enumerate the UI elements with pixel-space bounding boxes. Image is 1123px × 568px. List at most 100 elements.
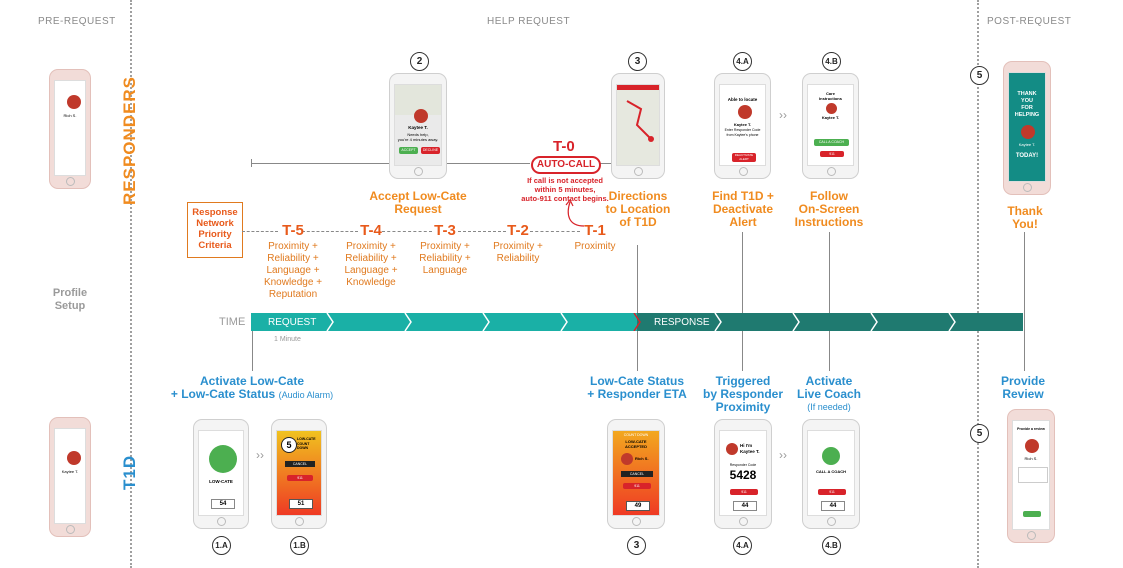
- caption-find: Find T1D + Deactivate Alert: [712, 189, 774, 229]
- accept-message: Needs help, you're 4 minutes away.: [397, 132, 439, 142]
- home-button: [739, 517, 748, 526]
- t-step-1-label: T-1: [584, 222, 606, 239]
- responder-code: 5428: [729, 468, 757, 482]
- role-t1d: T1D: [120, 454, 139, 490]
- avatar: [67, 95, 81, 109]
- criteria-box: Response Network Priority Criteria: [187, 202, 243, 258]
- review-name: Rich S.: [1024, 456, 1038, 461]
- t0-note: If call is not accepted within 5 minutes…: [521, 176, 609, 203]
- headset-icon: [822, 447, 840, 465]
- accepted-phone: COUNT DOWN LOW-CATE ACCEPTED Rich S. CAN…: [608, 420, 664, 528]
- alert-banner: [617, 85, 659, 90]
- avatar: [1025, 439, 1039, 453]
- t-step-2: T-2 Proximity + Reliability: [483, 222, 553, 265]
- responder-flow-line: [252, 163, 390, 164]
- caption-directions: Directions to Location of T1D: [605, 189, 671, 229]
- timeline-response-segment: [637, 313, 1023, 331]
- 911-button[interactable]: 911: [730, 489, 758, 495]
- caption-coach-sub: (If needed): [807, 402, 851, 412]
- thanks-name: Kaytee T.: [1018, 142, 1036, 147]
- avatar: [1021, 125, 1035, 139]
- caption-thanks: Thank You!: [1007, 204, 1043, 231]
- call-coach-phone: CALL A COACH 911 44: [803, 420, 859, 528]
- hi-message: Hi I'm Kaytee T.: [740, 443, 760, 454]
- home-button: [1027, 531, 1036, 540]
- deactivate-alert-button[interactable]: DEACTIVATE ALERT: [732, 153, 756, 162]
- caption-status: Low-Cate Status + Responder ETA: [587, 374, 687, 401]
- t-step-2-desc: Proximity + Reliability: [493, 241, 543, 264]
- home-button: [217, 517, 226, 526]
- home-button: [1023, 183, 1032, 192]
- call-coach-label: CALL A COACH: [815, 469, 847, 474]
- 911-button[interactable]: 911: [818, 489, 846, 495]
- 911-button[interactable]: 911: [623, 483, 651, 489]
- review-text-field[interactable]: [1018, 467, 1048, 483]
- cancel-button[interactable]: CANCEL: [621, 471, 653, 477]
- find-title: Able to locate: [727, 97, 758, 102]
- 911-button[interactable]: 911: [820, 151, 844, 157]
- time-label: TIME: [219, 316, 246, 328]
- dash-connector: [382, 231, 432, 232]
- dash-connector: [530, 231, 580, 232]
- dash-connector: [458, 231, 506, 232]
- care-name: Kaytee T.: [821, 115, 840, 120]
- connector-directions: [637, 245, 638, 371]
- review-title: Provide a review: [1017, 427, 1045, 431]
- role-responders: RESPONDERS: [120, 75, 139, 205]
- avatar: [414, 109, 428, 123]
- responder-flow-tick: [251, 159, 252, 167]
- connector-find: [742, 232, 743, 371]
- connector-thanks: [1024, 232, 1025, 371]
- step-number-4a-t1d: 4.A: [733, 536, 752, 555]
- t-step-4-desc: Proximity + Reliability + Language + Kno…: [344, 241, 398, 288]
- call-coach-button[interactable]: CALL A COACH: [814, 139, 849, 146]
- caption-follow: Follow On-Screen Instructions: [794, 189, 864, 229]
- decline-button[interactable]: DECLINE: [421, 147, 440, 154]
- caption-activate-sub: (Audio Alarm): [278, 390, 334, 400]
- t-step-1-desc: Proximity: [574, 241, 616, 252]
- find-phone: Able to locate Kaytee T. Enter Responder…: [715, 74, 770, 178]
- home-button: [634, 167, 643, 176]
- t-step-3: T-3 Proximity + Reliability + Language: [410, 222, 480, 277]
- responder-flow-line-2: [446, 163, 530, 164]
- timeline-response-label: RESPONSE: [654, 317, 710, 328]
- t-step-3-desc: Proximity + Reliability + Language: [419, 241, 471, 276]
- accept-button[interactable]: ACCEPT: [399, 147, 418, 154]
- t-step-1: T-1 Proximity: [560, 222, 630, 253]
- timeline-bar: [251, 313, 1023, 331]
- reading-54: 54: [211, 499, 235, 509]
- home-button: [826, 167, 836, 176]
- timeline-request-segment: [251, 313, 637, 331]
- step-number-5-t1d: 5: [970, 424, 989, 443]
- reading-51: 51: [289, 499, 313, 509]
- step-number-3-responder: 3: [628, 52, 647, 71]
- countdown-phone: 5 LOW-CATE COUNT DOWN CANCEL 911 51: [272, 420, 326, 528]
- t-step-5-desc: Proximity + Reliability + Language + Kno…: [263, 241, 323, 300]
- t-step-2-label: T-2: [507, 222, 529, 239]
- caption-review: Provide Review: [1000, 374, 1045, 401]
- t-step-5-label: T-5: [282, 222, 304, 239]
- chevron-right-icon: ››: [779, 448, 787, 462]
- cancel-button[interactable]: CANCEL: [285, 461, 315, 467]
- step-number-1a: 1.A: [212, 536, 231, 555]
- caption-activate: Activate Low-Cate + Low-Cate Status (Aud…: [164, 375, 340, 402]
- accepted-name: Rich S.: [635, 456, 649, 461]
- find-message: Enter Responder Code from Kaytee's phone: [724, 128, 761, 137]
- caption-activate-main: Activate Low-Cate + Low-Cate Status: [170, 374, 305, 401]
- t-step-3-label: T-3: [434, 222, 456, 239]
- thank-you-phone: THANK YOU FOR HELPING Kaytee T. TODAY!: [1004, 62, 1050, 194]
- avatar: [826, 103, 837, 114]
- countdown-label: LOW-CATE COUNT DOWN: [297, 437, 316, 450]
- submit-review-button[interactable]: [1023, 511, 1041, 517]
- route-map: [626, 100, 654, 142]
- t-step-5: T-5 Proximity + Reliability + Language +…: [258, 222, 328, 301]
- responder-flow-line-3: [600, 163, 612, 164]
- 911-button[interactable]: 911: [287, 475, 313, 481]
- thanks-today: TODAY!: [1015, 153, 1039, 159]
- home-button: [632, 517, 641, 526]
- caption-coach-main: Activate Live Coach: [796, 374, 862, 401]
- dash-connector: [242, 231, 278, 232]
- step-number-5-responder: 5: [970, 66, 989, 85]
- section-pre-request: PRE-REQUEST: [38, 16, 116, 27]
- dash-connector: [302, 231, 358, 232]
